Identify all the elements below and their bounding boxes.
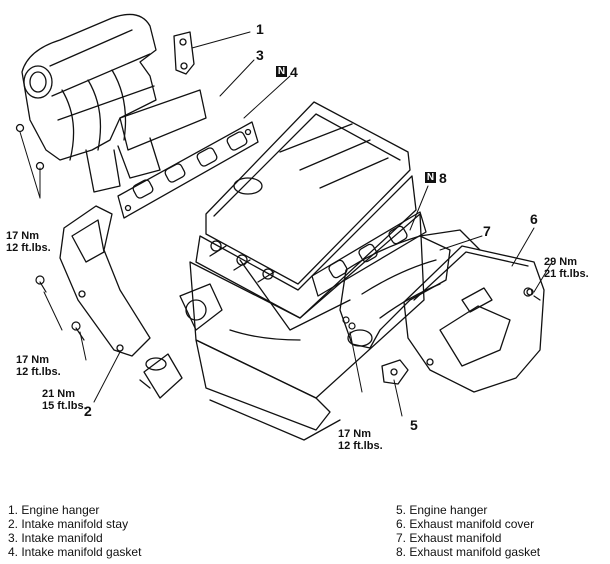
leader-lines bbox=[19, 31, 553, 417]
legend-item: 7. Exhaust manifold bbox=[396, 531, 502, 545]
intake-manifold-drawing bbox=[15, 13, 207, 193]
callout-2: 2 bbox=[84, 403, 92, 419]
callout-6: 6 bbox=[530, 211, 538, 227]
n-badge-8: N bbox=[425, 172, 436, 183]
legend-item: 3. Intake manifold bbox=[8, 531, 103, 545]
engine-exploded-diagram bbox=[15, 13, 553, 441]
legend-item: 8. Exhaust manifold gasket bbox=[396, 545, 541, 559]
engine-block-drawing bbox=[139, 101, 425, 441]
callout-8: 8 bbox=[439, 170, 447, 186]
callout-4: 4 bbox=[290, 64, 298, 80]
engine-hanger-5-drawing bbox=[381, 359, 409, 385]
intake-stay-drawing bbox=[59, 205, 151, 357]
legend-right: 5. Engine hanger 6. Exhaust manifold cov… bbox=[396, 503, 540, 559]
legend-item: 6. Exhaust manifold cover bbox=[396, 517, 535, 531]
callout-3: 3 bbox=[256, 47, 264, 63]
callout-5: 5 bbox=[410, 417, 418, 433]
intake-gasket-drawing bbox=[117, 121, 259, 219]
exhaust-gasket-drawing bbox=[311, 211, 427, 297]
exhaust-manifold-drawing bbox=[339, 229, 481, 349]
legend-left: 1. Engine hanger 2. Intake manifold stay… bbox=[8, 503, 141, 559]
fasteners-drawing bbox=[35, 275, 541, 341]
legend-item: 5. Engine hanger bbox=[396, 503, 488, 517]
legend-item: 2. Intake manifold stay bbox=[8, 517, 129, 531]
callout-7: 7 bbox=[483, 223, 491, 239]
engine-hanger-1-drawing bbox=[173, 31, 195, 75]
legend-item: 4. Intake manifold gasket bbox=[8, 545, 142, 559]
callout-1: 1 bbox=[256, 21, 264, 37]
legend-item: 1. Engine hanger bbox=[8, 503, 100, 517]
n-badge-4: N bbox=[276, 66, 287, 77]
exhaust-cover-drawing bbox=[403, 245, 545, 393]
